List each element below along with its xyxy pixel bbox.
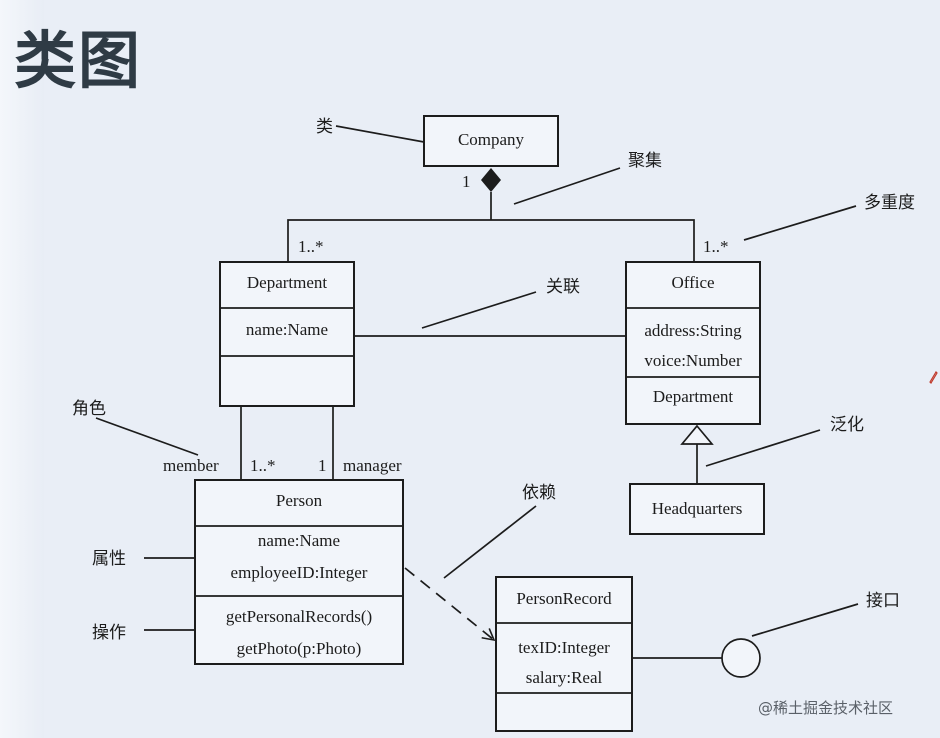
- class-company: Company: [423, 115, 559, 167]
- class-personrecord-name: PersonRecord: [516, 589, 612, 608]
- class-office-attr-1: address:String: [644, 321, 742, 340]
- class-personrecord: PersonRecord texID:Integer salary:Real: [495, 576, 633, 732]
- class-office-op: Department: [653, 387, 734, 406]
- role-member: member: [163, 456, 219, 475]
- multiplicity-member: 1..*: [250, 456, 276, 475]
- aggregation-branches: [287, 219, 695, 262]
- annotation-multiplicity-pointer: [743, 205, 857, 241]
- annotation-interface: 接口: [866, 591, 900, 611]
- slide-left-margin: [0, 0, 44, 738]
- class-department-box: [219, 261, 355, 407]
- class-person-box: [194, 479, 404, 665]
- composition-diamond: [481, 168, 501, 192]
- class-office: Office address:String voice:Number Depar…: [625, 261, 761, 425]
- multiplicity-department: 1..*: [298, 237, 324, 256]
- class-personrecord-attr-1: texID:Integer: [518, 638, 610, 657]
- class-person-op-1: getPersonalRecords(): [226, 607, 372, 626]
- class-person-attr-1: name:Name: [258, 531, 340, 550]
- annotation-attribute: 属性: [92, 549, 126, 569]
- class-department: Department name:Name: [219, 261, 355, 407]
- annotation-dependency: 依赖: [522, 483, 556, 503]
- annotation-role-pointer: [95, 417, 199, 456]
- annotation-association-pointer: [421, 291, 537, 329]
- watermark: @稀土掘金技术社区: [758, 699, 893, 717]
- class-person-op-2: getPhoto(p:Photo): [237, 639, 362, 658]
- annotation-aggregation-pointer: [513, 167, 621, 205]
- annotation-interface-pointer: [751, 603, 859, 637]
- class-person-name: Person: [276, 491, 323, 510]
- generalization-triangle: [680, 424, 714, 445]
- role-manager: manager: [343, 456, 402, 475]
- annotation-generalization: 泛化: [830, 415, 864, 435]
- annotation-dependency-pointer: [443, 505, 537, 579]
- class-company-box: [423, 115, 559, 167]
- class-person-attr-2: employeeID:Integer: [231, 563, 368, 582]
- annotation-class-pointer: [335, 125, 425, 143]
- class-office-attr-2: voice:Number: [644, 351, 742, 370]
- pen-cursor-icon: [929, 371, 938, 384]
- annotation-multiplicity: 多重度: [864, 193, 915, 213]
- annotation-class: 类: [316, 117, 333, 137]
- class-personrecord-box: [495, 576, 633, 732]
- annotation-role: 角色: [72, 399, 106, 419]
- annotation-aggregation: 聚集: [628, 151, 662, 171]
- multiplicity-company: 1: [462, 172, 471, 191]
- class-department-name: Department: [247, 273, 328, 292]
- class-department-attr: name:Name: [246, 320, 328, 339]
- annotation-generalization-pointer: [705, 429, 821, 467]
- class-company-name: Company: [458, 130, 525, 149]
- annotation-operation: 操作: [92, 623, 126, 643]
- class-headquarters-name: Headquarters: [652, 499, 743, 518]
- class-person: Person name:Name employeeID:Integer getP…: [194, 479, 404, 665]
- slide-title: 类图: [14, 24, 143, 97]
- class-office-box: [625, 261, 761, 425]
- multiplicity-manager: 1: [318, 456, 327, 475]
- multiplicity-office: 1..*: [703, 237, 729, 256]
- interface-circle: [721, 638, 761, 678]
- class-office-name: Office: [671, 273, 714, 292]
- class-headquarters-box: [629, 483, 765, 535]
- annotation-association: 关联: [546, 277, 580, 297]
- class-headquarters: Headquarters: [629, 483, 765, 535]
- dependency-arrow: [404, 567, 496, 642]
- class-personrecord-attr-2: salary:Real: [526, 668, 603, 687]
